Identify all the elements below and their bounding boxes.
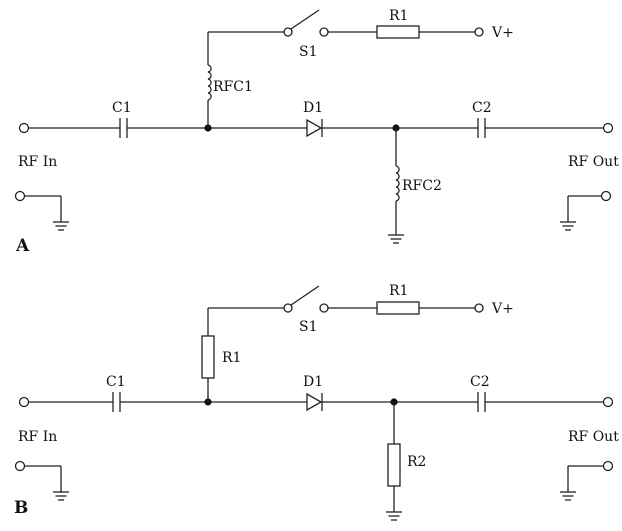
s1-label-b: S1	[299, 319, 318, 335]
r2-label-b: R2	[407, 454, 426, 470]
rf-in-ground-terminal-a	[14, 190, 26, 202]
rf-out-label-b: RF Out	[568, 429, 619, 445]
d1-label-a: D1	[303, 100, 323, 116]
s1-blade-b	[290, 285, 320, 306]
c2-label-b: C2	[470, 374, 490, 390]
rfc2-label-a: RFC2	[402, 178, 442, 194]
rfc2-inductor-a	[395, 165, 400, 202]
rf-out-ground-terminal-a	[600, 190, 612, 202]
rf-out-terminal-b	[602, 396, 614, 408]
ground-icon	[560, 221, 576, 231]
panel-label-b: B	[14, 498, 28, 518]
ground-icon	[388, 234, 404, 244]
circuit-b: C1 C2 D1 R1 R2 S1 R1 V+ RF In RF Out B	[14, 283, 619, 521]
rf-in-label-b: RF In	[18, 429, 57, 445]
vplus-label-b: V+	[491, 301, 514, 317]
c1-label-a: C1	[112, 100, 132, 116]
vplus-terminal-a	[474, 27, 484, 37]
rf-in-terminal-b	[18, 396, 30, 408]
ground-icon	[53, 221, 69, 231]
rf-in-ground-terminal-b	[14, 460, 26, 472]
rf-out-ground-terminal-b	[602, 460, 614, 472]
d1-diode-b	[306, 392, 323, 412]
rf-out-terminal-a	[602, 122, 614, 134]
s1-contact-left-b	[283, 303, 293, 313]
c2-label-a: C2	[472, 100, 492, 116]
panel-label-a: A	[15, 236, 30, 256]
rfc1-inductor-a	[207, 64, 212, 101]
ground-icon	[560, 491, 576, 501]
ground-icon	[386, 511, 402, 521]
r1-resistor-b	[376, 301, 420, 315]
s1-contact-left-a	[283, 27, 293, 37]
vplus-label-a: V+	[491, 25, 514, 41]
d1-diode-a	[306, 118, 323, 138]
r1-bias-label-b: R1	[222, 350, 241, 366]
rfc1-label-a: RFC1	[213, 79, 253, 95]
d1-label-b: D1	[303, 374, 323, 390]
r1-label-b: R1	[389, 283, 408, 299]
s1-contact-right-a	[319, 27, 329, 37]
circuit-a: C1 C2 D1 RFC1 RFC2 S1 R1 V+ RF In RF Out…	[14, 8, 619, 256]
rf-in-label-a: RF In	[18, 154, 57, 170]
rf-in-terminal-a	[18, 122, 30, 134]
c1-label-b: C1	[106, 374, 126, 390]
rf-out-label-a: RF Out	[568, 154, 619, 170]
vplus-terminal-b	[474, 303, 484, 313]
r1-resistor-a	[376, 25, 420, 39]
s1-blade-a	[290, 9, 320, 30]
r2-resistor-b	[387, 443, 401, 487]
s1-label-a: S1	[299, 44, 318, 60]
ground-icon	[53, 491, 69, 501]
r1-bias-resistor-b	[201, 335, 215, 379]
r1-label-a: R1	[389, 8, 408, 24]
s1-contact-right-b	[319, 303, 329, 313]
